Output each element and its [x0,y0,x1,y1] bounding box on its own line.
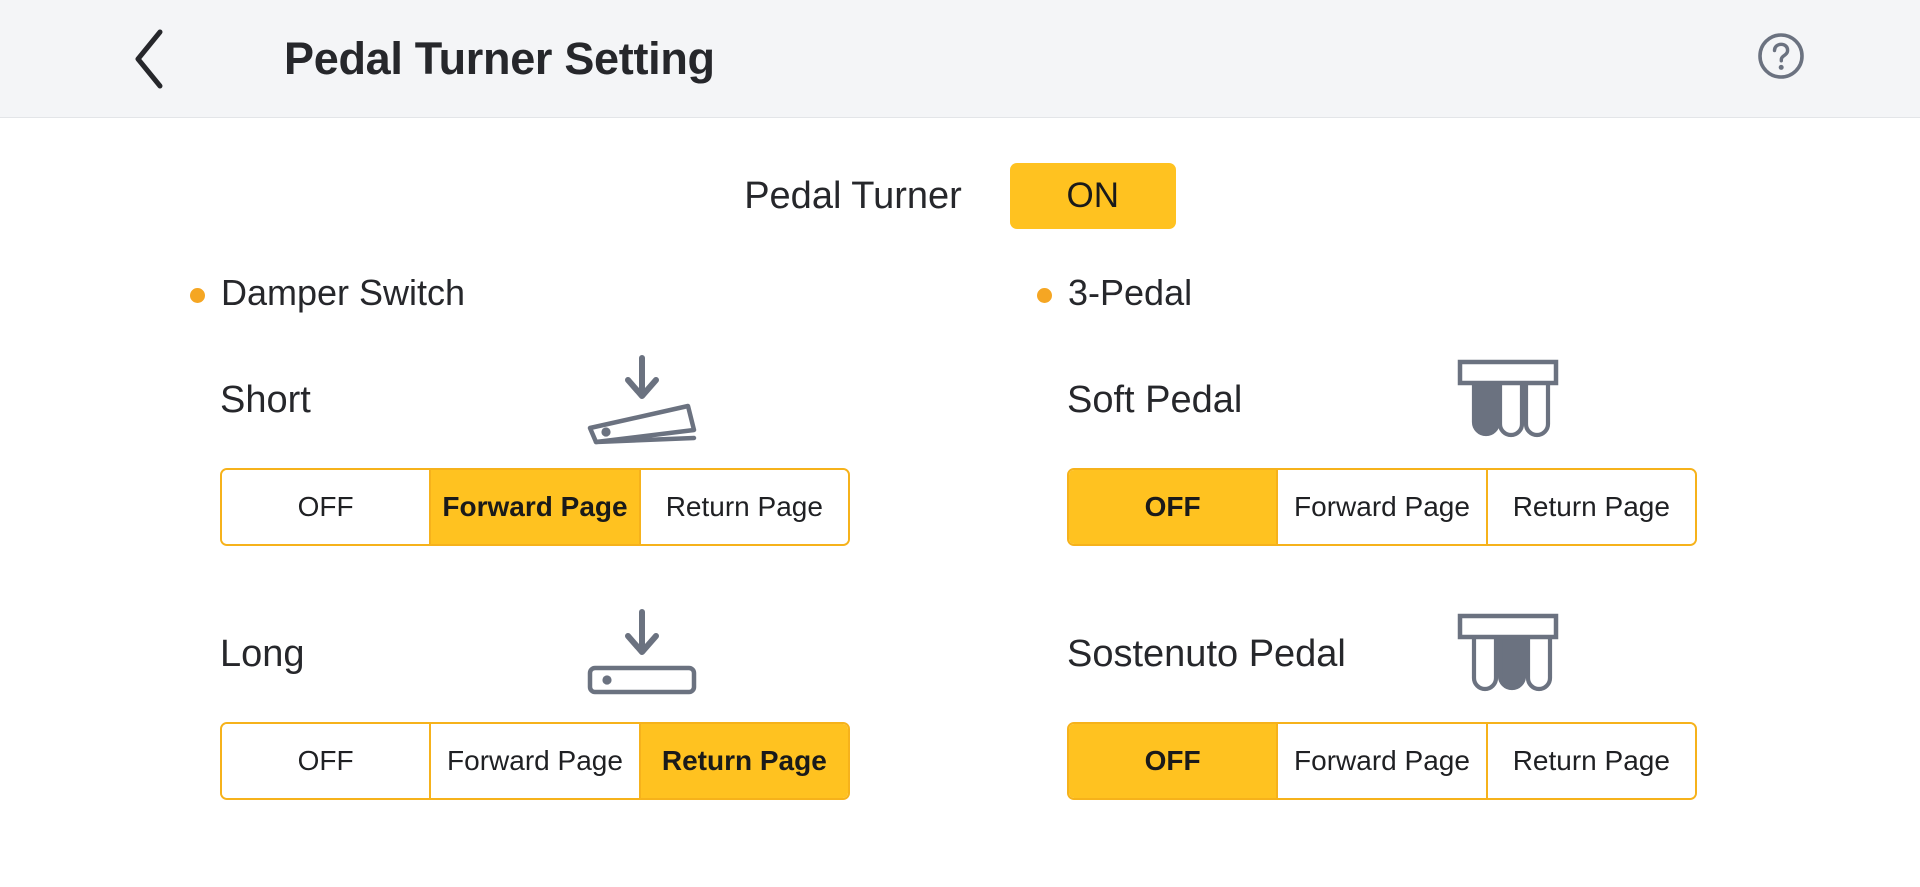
item-row-soft-pedal: Soft Pedal [1037,350,1730,450]
app-header: Pedal Turner Setting [0,0,1920,118]
item-row-long: Long [190,604,865,704]
settings-columns: Damper Switch Short [0,272,1920,858]
seg-option-short-off[interactable]: OFF [222,470,432,544]
group-header-damper-switch: Damper Switch [190,272,865,314]
segmented-control-long[interactable]: OFF Forward Page Return Page [220,722,850,800]
setting-item-short: Short OFF Forward Page Return [190,350,865,546]
seg-option-sostenuto-pedal-forward-page[interactable]: Forward Page [1278,724,1488,798]
group-title-3-pedal: 3-Pedal [1068,272,1193,313]
seg-option-long-forward-page[interactable]: Forward Page [431,724,641,798]
pedal-half-pressed-icon [569,352,715,448]
seg-option-long-off[interactable]: OFF [222,724,432,798]
pedal-full-pressed-icon [569,606,715,702]
item-label-long: Long [220,632,305,675]
item-label-short: Short [220,378,311,421]
bullet-dot-icon [1037,287,1052,303]
item-row-short: Short [190,350,865,450]
group-title-damper-switch: Damper Switch [221,272,466,313]
seg-option-long-return-page[interactable]: Return Page [640,724,848,798]
item-label-soft-pedal: Soft Pedal [1067,378,1243,421]
page-title: Pedal Turner Setting [284,32,715,84]
three-pedal-middle-highlighted-icon [1434,606,1580,702]
chevron-left-icon [130,27,170,91]
item-row-sostenuto-pedal: Sostenuto Pedal [1037,604,1730,704]
setting-item-soft-pedal: Soft Pedal OFF Forward Page R [1037,350,1730,546]
bullet-dot-icon [190,287,205,303]
seg-option-soft-pedal-off[interactable]: OFF [1069,470,1279,544]
seg-option-short-forward-page[interactable]: Forward Page [431,470,641,544]
help-button[interactable] [1754,32,1808,86]
group-3-pedal: 3-Pedal Soft Pedal [865,272,1730,858]
seg-option-sostenuto-pedal-off[interactable]: OFF [1069,724,1279,798]
setting-item-long: Long OFF Forward Page Return Page [190,604,865,800]
segmented-control-short[interactable]: OFF Forward Page Return Page [220,468,850,546]
pedal-turner-master-row: Pedal Turner ON [0,163,1920,229]
back-button[interactable] [122,23,178,95]
segmented-control-soft-pedal[interactable]: OFF Forward Page Return Page [1067,468,1697,546]
seg-option-soft-pedal-forward-page[interactable]: Forward Page [1278,470,1488,544]
pedal-turner-toggle[interactable]: ON [1009,163,1176,229]
pedal-turner-label: Pedal Turner [744,174,962,217]
help-circle-icon [1756,31,1806,86]
seg-option-short-return-page[interactable]: Return Page [640,470,848,544]
item-label-sostenuto-pedal: Sostenuto Pedal [1067,632,1346,675]
setting-item-sostenuto-pedal: Sostenuto Pedal OFF Forward Page [1037,604,1730,800]
three-pedal-left-highlighted-icon [1434,352,1580,448]
seg-option-sostenuto-pedal-return-page[interactable]: Return Page [1487,724,1695,798]
group-header-3-pedal: 3-Pedal [1037,272,1730,314]
seg-option-soft-pedal-return-page[interactable]: Return Page [1487,470,1695,544]
group-damper-switch: Damper Switch Short [0,272,865,858]
segmented-control-sostenuto-pedal[interactable]: OFF Forward Page Return Page [1067,722,1697,800]
